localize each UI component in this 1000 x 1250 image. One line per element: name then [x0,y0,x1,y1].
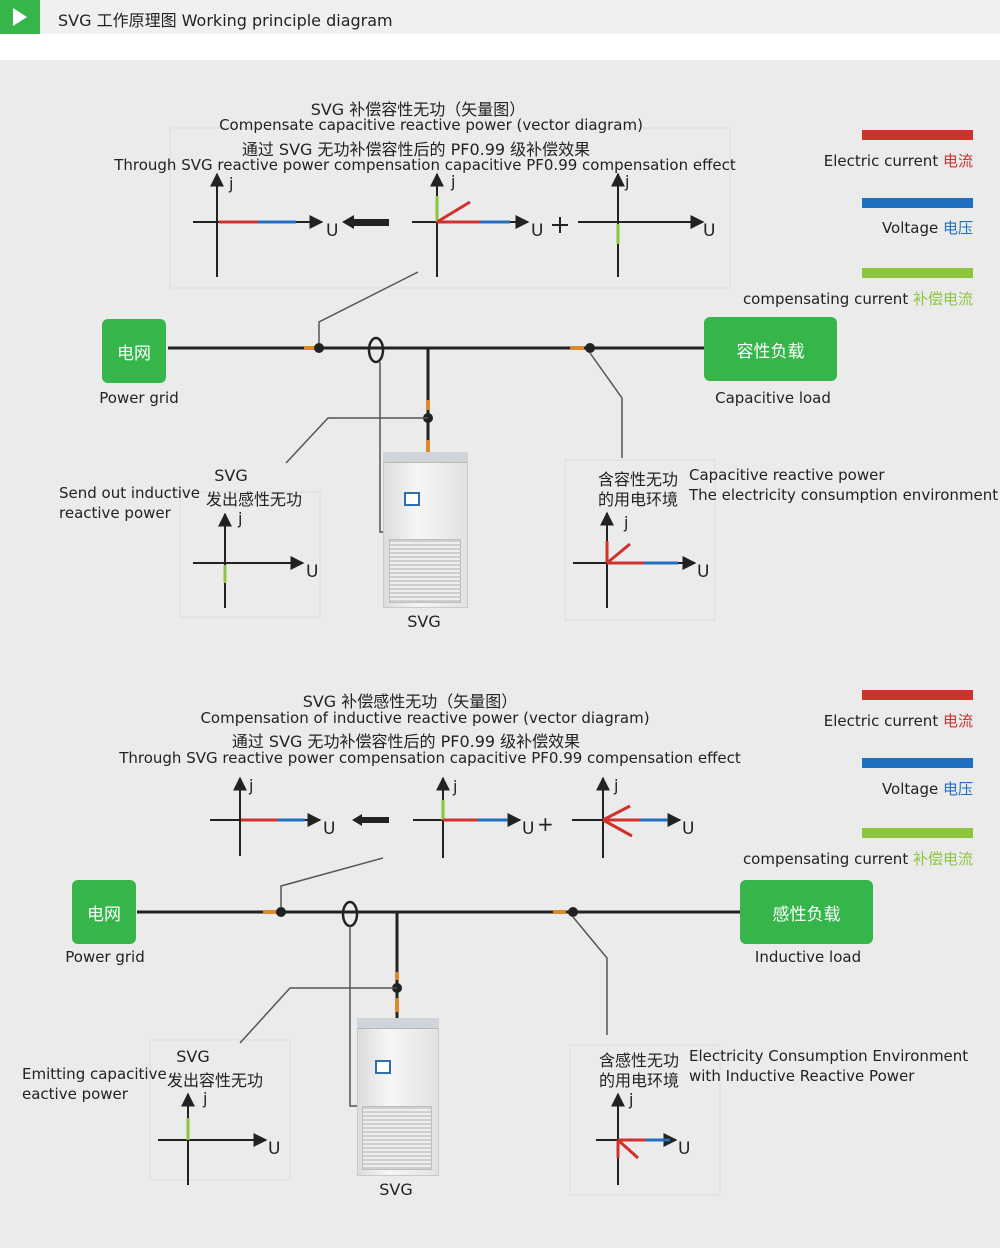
capacitive-load-box: 容性负载 [704,317,837,381]
axis-u-label: U [268,1139,281,1159]
vector-diagram-grid [210,776,322,856]
section2-title-zh: SVG 补偿感性无功（矢量图） [302,692,518,711]
legend-voltage-swatch [862,198,973,208]
axis-u-label: U [522,819,535,839]
power-grid-label: Power grid [65,948,145,966]
legend-voltage: Voltage 电压 [881,219,973,237]
axis-j-label: j [453,777,458,796]
legend-current: Electric current 电流 [823,152,973,170]
svg-output-title: SVG [214,466,248,485]
environment-desc-2: with Inductive Reactive Power [689,1067,915,1085]
environment-title-zh-2: 的用电环境 [598,490,679,509]
arrow-left-icon [352,814,389,826]
svg-output-title-zh: 发出容性无功 [167,1071,264,1090]
axis-u-label: U [531,221,544,241]
axis-j-label: j [624,513,629,532]
vector-diagram-svg-output [193,512,305,608]
power-grid-label: Power grid [99,389,179,407]
junction-dot [276,907,286,917]
legend-current-swatch [862,690,973,700]
page-title: SVG 工作原理图 Working principle diagram [58,11,393,30]
power-grid-box: 电网 [72,880,136,944]
axis-u-label: U [326,221,339,241]
svg-output-desc-2: eactive power [22,1085,128,1103]
environment-title-zh-1: 含容性无功 [598,470,679,489]
axis-j-label: j [629,1090,634,1109]
environment-desc-1: Capacitive reactive power [689,466,885,484]
legend-compensating: compensating current 补偿电流 [742,290,973,308]
axis-u-label: U [703,221,716,241]
section2-title-en: Compensation of inductive reactive power… [200,709,650,727]
junction-dot [568,907,578,917]
play-icon-glyph [13,8,27,26]
section1-title-en: Compensate capacitive reactive power (ve… [219,116,643,134]
vector-diagram-grid [193,172,324,277]
inductive-load-box: 感性负载 [740,880,873,944]
axis-u-label: U [697,562,710,582]
plus-icon: + [537,812,554,836]
svg-output-desc-2: reactive power [59,504,171,522]
vector-diagram-compensation [578,172,705,277]
axis-j-label: j [614,776,619,795]
environment-desc-2: The electricity consumption environment [689,486,999,504]
vector-diagram-svg-output [158,1092,268,1185]
svg-cabinet-label: SVG [379,1180,413,1199]
axis-j-label: j [229,174,234,193]
legend-compensating: compensating current 补偿电流 [742,850,973,868]
legend-current-swatch [862,130,973,140]
section2-subtitle-zh: 通过 SVG 无功补偿容性后的 PF0.99 级补偿效果 [231,732,581,751]
vector-diagram-load [413,776,522,858]
svg-cabinet-label: SVG [407,612,441,631]
vector-diagram-environment [573,511,697,608]
section1-subtitle-en: Through SVG reactive power compensation … [114,156,736,174]
section-header: SVG 工作原理图 Working principle diagram [0,0,1000,34]
environment-title-zh-2: 的用电环境 [599,1071,680,1090]
play-icon [0,0,40,34]
legend-current: Electric current 电流 [823,712,973,730]
axis-j-label: j [249,776,254,795]
svg-cabinet-image [357,1018,439,1176]
svg-cabinet-image [383,452,468,608]
vector-diagram-compensation [572,776,682,858]
diagram-panel [0,60,1000,1248]
section1-subtitle-zh: 通过 SVG 无功补偿容性后的 PF0.99 级补偿效果 [241,140,591,159]
svg-output-desc-1: Emitting capacitive [22,1065,167,1083]
environment-desc-1: Electricity Consumption Environment [689,1047,969,1065]
power-grid-box: 电网 [102,319,166,383]
arrow-left-icon [342,215,389,229]
svg-output-desc-1: Send out inductive [59,484,200,502]
ct-sensor [367,336,385,364]
svg-output-title: SVG [176,1047,210,1066]
axis-j-label: j [238,509,243,528]
vector-diagram-environment [596,1092,678,1185]
environment-title-zh-1: 含感性无功 [599,1051,680,1070]
junction-dot [585,343,595,353]
axis-j-label: j [203,1089,208,1108]
vector-diagram-load [412,172,530,277]
axis-j-label: j [451,172,456,191]
plus-icon [552,217,568,233]
ct-sensor [341,900,359,928]
axis-u-label: U [306,562,319,582]
junction-dot [314,343,324,353]
legend-voltage: Voltage 电压 [881,780,973,798]
legend-voltage-swatch [862,758,973,768]
section2-subtitle-en: Through SVG reactive power compensation … [119,749,741,767]
axis-u-label: U [678,1139,691,1159]
legend-comp-swatch [862,268,973,278]
inductive-load-label: Inductive load [754,948,862,966]
axis-u-label: U [682,819,695,839]
axis-j-label: j [625,172,630,191]
legend-comp-swatch [862,828,973,838]
axis-u-label: U [323,819,336,839]
svg-output-title-zh: 发出感性无功 [206,490,303,509]
section1-title-zh: SVG 补偿容性无功（矢量图） [310,100,526,119]
capacitive-load-label: Capacitive load [715,389,831,407]
